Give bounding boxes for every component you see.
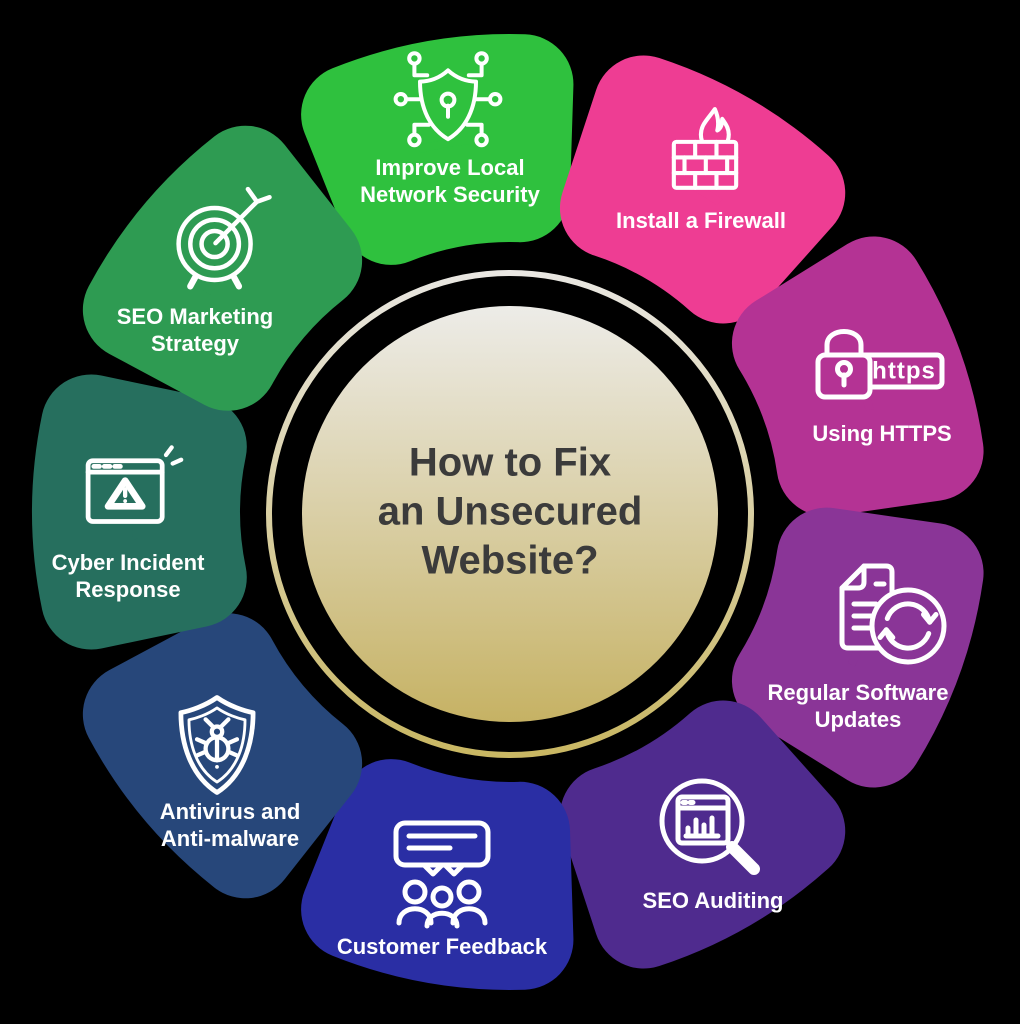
segment-label: Antivirus and (160, 799, 301, 824)
https-label: https (872, 357, 936, 384)
center-circle (302, 306, 718, 722)
software-update-icon (839, 563, 947, 665)
segment-label: SEO Marketing (117, 304, 273, 329)
segment-label: Strategy (151, 331, 240, 356)
segment-improve-local-network-security: Improve Local Network Security (350, 53, 542, 219)
https-lock-icon: https (815, 329, 945, 400)
segment-label: Install a Firewall (616, 208, 786, 233)
target-arrow-icon (176, 186, 272, 290)
segment-regular-software-updates: Regular Software Updates (768, 537, 949, 741)
infographic-title: How to Fix (409, 441, 611, 485)
segment-label: Regular Software (768, 680, 949, 705)
firewall-icon (671, 107, 739, 190)
segment-label: Cyber Incident (52, 550, 205, 575)
customer-feedback-icon (393, 820, 491, 929)
segment-label: Customer Feedback (337, 934, 548, 959)
segment-install-a-firewall: Install a Firewall (591, 98, 800, 285)
segment-customer-feedback: Customer Feedback (337, 805, 548, 959)
segment-label: Updates (815, 707, 902, 732)
segment-label: Network Security (360, 182, 540, 207)
segment-cyber-incident-response: Cyber Incident Response (52, 425, 205, 602)
incident-alert-icon (85, 445, 184, 524)
segment-label: Using HTTPS (812, 421, 951, 446)
segment-label: Anti-malware (161, 826, 299, 851)
segment-label: Improve Local (375, 155, 524, 180)
segment-seo-marketing-strategy: SEO Marketing Strategy (117, 170, 327, 378)
segment-label: Response (75, 577, 180, 602)
petal-shape (350, 805, 542, 948)
segment-label: SEO Auditing (643, 888, 784, 913)
infographic-title: Website? (421, 539, 598, 583)
segment-antivirus-anti-malware: Antivirus and Anti-malware (126, 646, 326, 854)
decorative-ring (266, 270, 754, 758)
seo-audit-icon (659, 778, 760, 875)
segment-seo-auditing: SEO Auditing (591, 739, 800, 926)
network-shield-icon (393, 51, 503, 148)
segment-using-https: https Using HTTPS (774, 283, 951, 487)
antivirus-shield-icon (178, 695, 256, 795)
petal-shape (591, 98, 800, 285)
infographic-title: an Unsecured (378, 490, 643, 534)
